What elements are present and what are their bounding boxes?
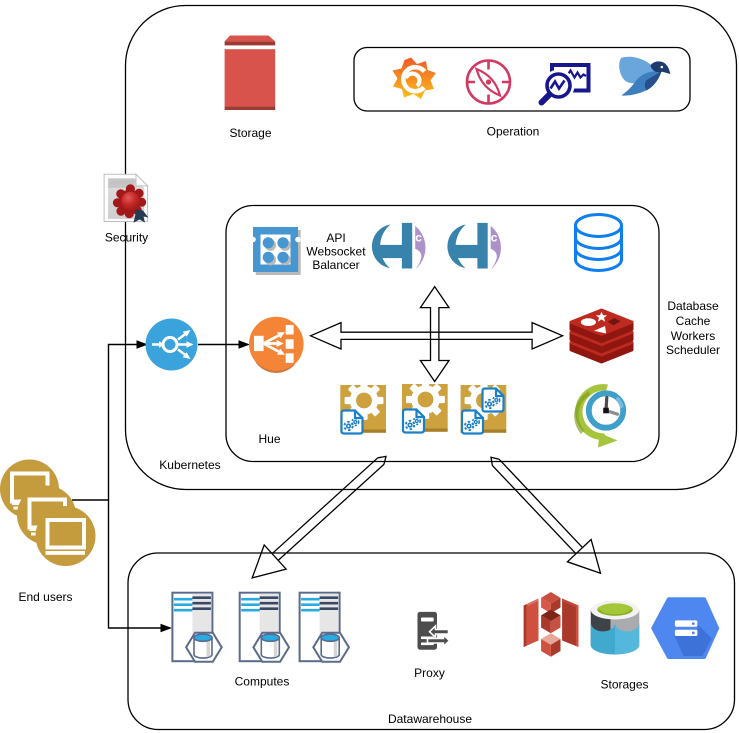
- svg-text:Proxy: Proxy: [414, 666, 445, 680]
- svg-text:Websocket: Websocket: [306, 245, 366, 259]
- svg-text:Security: Security: [105, 231, 148, 245]
- svg-text:End users: End users: [18, 590, 72, 604]
- svg-text:Database: Database: [667, 299, 719, 313]
- svg-text:Kubernetes: Kubernetes: [159, 458, 220, 472]
- svg-text:Workers: Workers: [671, 329, 715, 343]
- svg-text:Storage: Storage: [229, 126, 271, 140]
- svg-text:Operation: Operation: [487, 125, 540, 139]
- svg-text:Scheduler: Scheduler: [666, 343, 720, 357]
- svg-text:Datawarehouse: Datawarehouse: [388, 712, 472, 726]
- svg-text:Cache: Cache: [676, 314, 711, 328]
- svg-text:Hue: Hue: [258, 432, 280, 446]
- svg-text:Balancer: Balancer: [312, 258, 359, 272]
- svg-text:Computes: Computes: [235, 675, 290, 689]
- svg-text:c: c: [415, 231, 422, 245]
- svg-text:Storages: Storages: [600, 678, 648, 692]
- svg-text:API: API: [326, 231, 345, 245]
